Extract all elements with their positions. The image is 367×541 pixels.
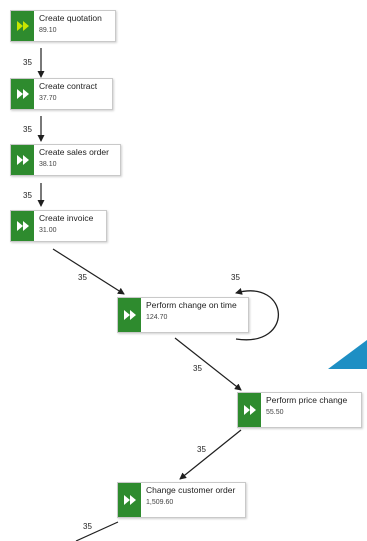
activity-name: Perform price change — [266, 395, 348, 405]
fast-forward-icon — [16, 155, 29, 165]
activity-node-create-invoice[interactable]: Create invoice 31.00 — [10, 210, 107, 242]
activity-icon-box — [11, 79, 34, 109]
activity-node-create-contract[interactable]: Create contract 37.70 — [10, 78, 113, 110]
edge-label: 35 — [231, 273, 240, 282]
edge-label: 35 — [197, 445, 206, 454]
activity-icon-box — [118, 483, 141, 517]
activity-value: 124.70 — [146, 313, 168, 321]
activity-node-create-sales-order[interactable]: Create sales order 38.10 — [10, 144, 121, 176]
activity-name: Perform change on time — [146, 300, 237, 310]
activity-name: Change customer order — [146, 485, 236, 495]
fast-forward-icon — [16, 221, 29, 231]
activity-name: Create contract — [39, 81, 98, 91]
activity-value: 38.10 — [39, 160, 57, 168]
edge-label: 35 — [23, 58, 32, 67]
activity-node-change-customer-order[interactable]: Change customer order 1,509.60 — [117, 482, 246, 518]
edge-label: 35 — [23, 191, 32, 200]
activity-value: 89.10 — [39, 26, 57, 34]
fast-forward-icon — [16, 21, 29, 31]
activity-icon-box — [11, 211, 34, 241]
activity-icon-box — [118, 298, 141, 332]
edge-change-customer-order-to-next[interactable] — [75, 521, 119, 541]
edge-label: 35 — [23, 125, 32, 134]
edge-label: 35 — [78, 273, 87, 282]
edge-create-invoice-to-perform-change-on-time[interactable] — [52, 248, 125, 295]
edge-perform-price-change-to-change-customer-order[interactable] — [179, 429, 242, 480]
activity-value: 37.70 — [39, 94, 57, 102]
activity-node-perform-change-on-time[interactable]: Perform change on time 124.70 — [117, 297, 249, 333]
edge-perform-change-on-time-to-perform-price-change[interactable] — [174, 337, 242, 391]
edge-label: 35 — [193, 364, 202, 373]
activity-icon-box — [238, 393, 261, 427]
activity-name: Create sales order — [39, 147, 109, 157]
fast-forward-icon — [123, 495, 136, 505]
edge-label: 35 — [83, 522, 92, 531]
activity-node-perform-price-change[interactable]: Perform price change 55.50 — [237, 392, 362, 428]
activity-value: 1,509.60 — [146, 498, 174, 506]
activity-name: Create quotation — [39, 13, 102, 23]
activity-icon-box — [11, 11, 34, 41]
activity-icon-box — [11, 145, 34, 175]
activity-value: 55.50 — [266, 408, 284, 416]
activity-value: 31.00 — [39, 226, 57, 234]
fast-forward-icon — [16, 89, 29, 99]
activity-node-create-quotation[interactable]: Create quotation 89.10 — [10, 10, 116, 42]
edge-perform-change-on-time-self-loop[interactable] — [235, 288, 280, 341]
fast-forward-icon — [123, 310, 136, 320]
decorative-blue-shape — [328, 340, 367, 369]
activity-name: Create invoice — [39, 213, 94, 223]
fast-forward-icon — [243, 405, 256, 415]
